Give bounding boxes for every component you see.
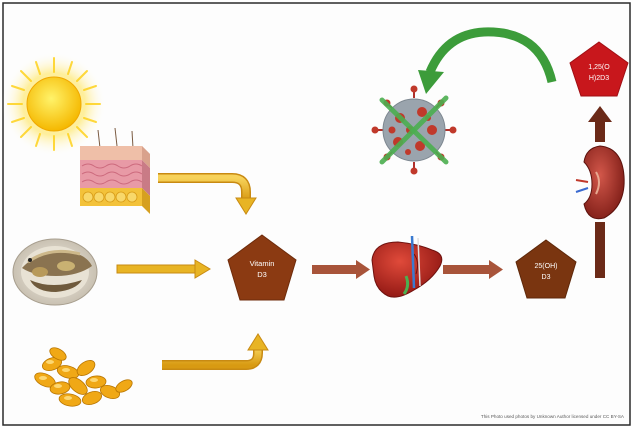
25ohd3-label-line2: D3 [542,274,551,281]
liver-icon [371,235,443,298]
vitamin-d3-node: Vitamin D3 [227,234,297,301]
frame-border [2,2,631,426]
sun-icon [2,52,106,156]
arrow-fish-to-d3 [116,259,211,279]
capsules-icon [34,347,133,407]
vitamin-d3-label-line1: Vitamin [250,259,275,268]
arrow-125ohd3-to-virus [418,27,557,94]
vitamin-d3-label-line2: D3 [257,270,267,279]
arrow-kidney-to-125ohd3 [588,106,612,142]
kidney-icon [575,145,625,220]
arrow-25ohd3-to-kidney [595,222,605,278]
skin-icon [80,127,150,214]
125ohd3-node: 1,25(O H)2D3 [569,41,629,97]
arrow-liver-to-25ohd3 [443,260,503,279]
125ohd3-label-line1: 1,25(O [588,64,610,71]
25ohd3-node: 25(OH) D3 [515,239,577,299]
fish-icon [12,238,98,306]
125ohd3-label-line2: H)2D3 [589,75,609,82]
cross-icon [379,95,449,165]
arrow-capsules-to-d3 [162,333,269,370]
arrow-skin-to-d3 [158,173,257,215]
25ohd3-label-line1: 25(OH) [535,263,558,270]
attribution-text: This Photo used photos by Unknown Author… [481,414,625,419]
arrow-d3-to-liver [312,260,370,279]
